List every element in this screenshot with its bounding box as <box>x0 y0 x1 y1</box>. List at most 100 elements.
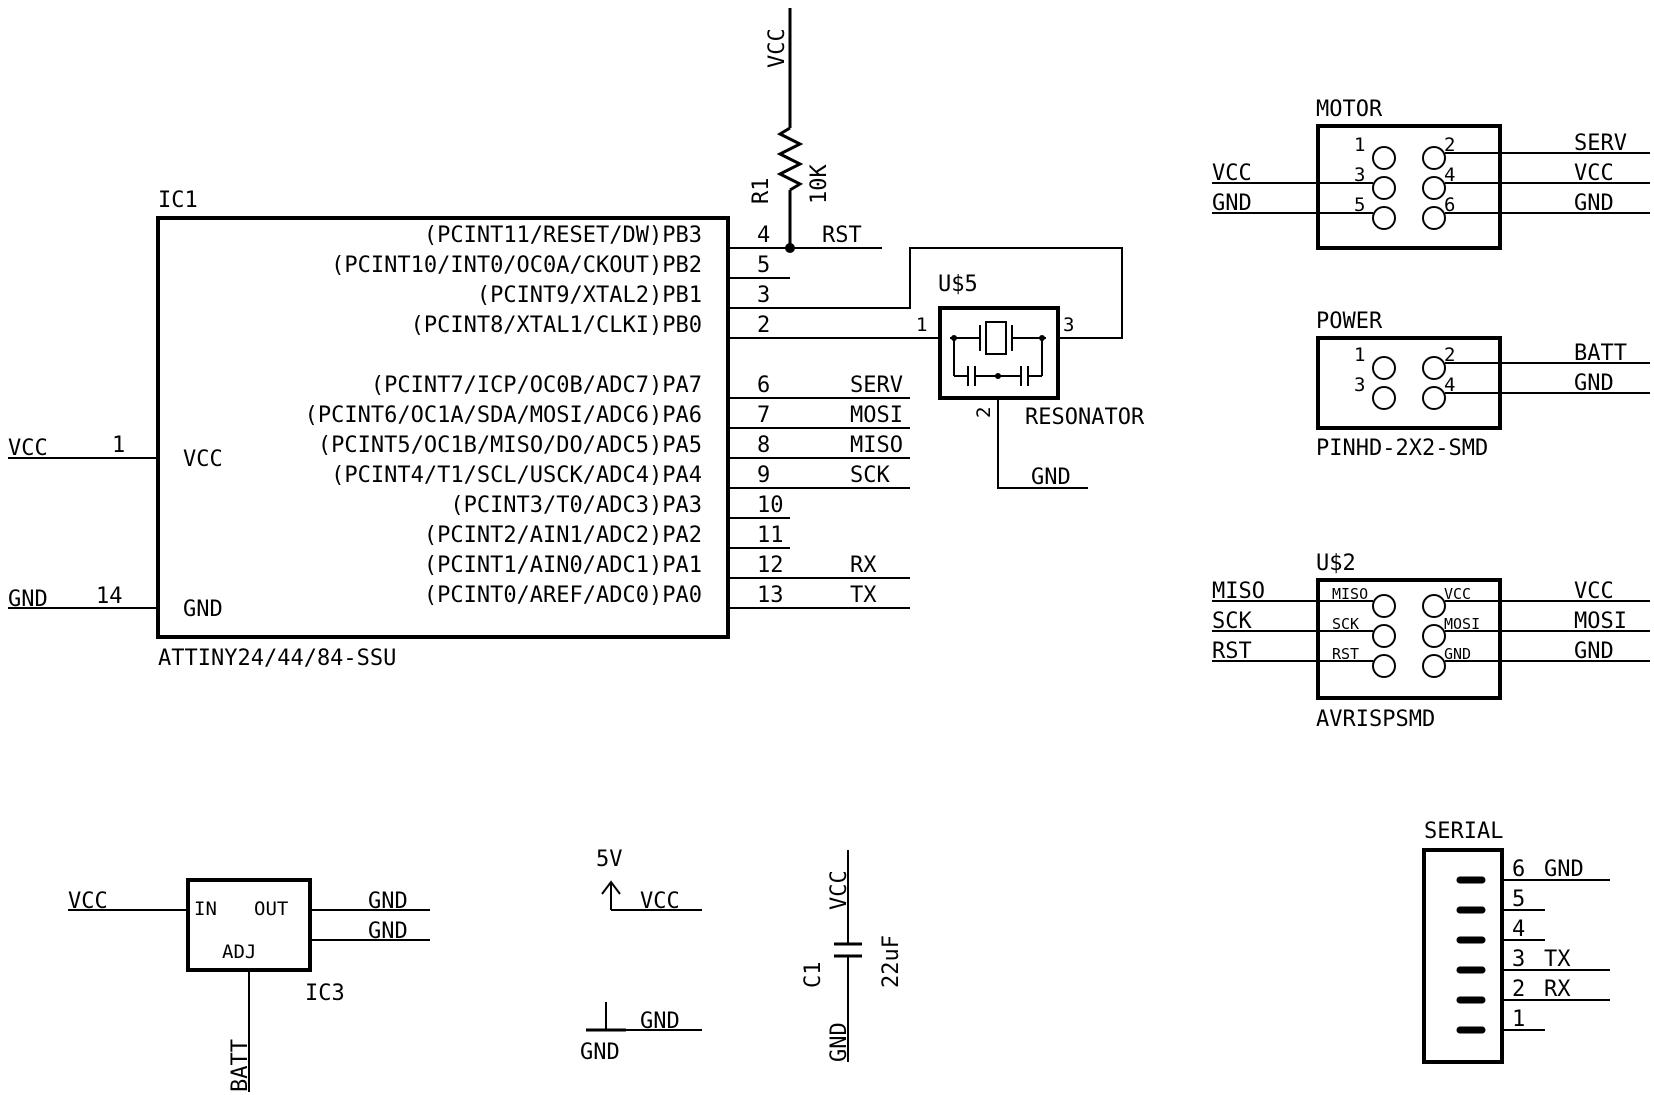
isp-pad-right-1 <box>1422 624 1446 648</box>
r1-component: VCC R1 10K <box>749 8 832 253</box>
resonator-pin3-num: 3 <box>1063 314 1074 336</box>
motor-left-net-0: VCC <box>1212 161 1252 186</box>
supply-5v-arrow <box>601 880 621 895</box>
isp-pad-left-2 <box>1372 654 1396 678</box>
motor-pin-num-1: 1 <box>1354 134 1365 156</box>
isp-body <box>1316 578 1502 700</box>
ic1-pin10-function: (PCINT3/T0/ADC3)PA3 <box>450 493 702 518</box>
ic3-name: IC3 <box>305 981 345 1006</box>
isp-part: AVRISPSMD <box>1316 707 1435 732</box>
ic1-pin13-num: 13 <box>757 583 784 608</box>
power-part: PINHD-2X2-SMD <box>1316 436 1488 461</box>
c1-bottom-net: GND <box>827 1022 852 1062</box>
serial-pin-net-2: RX <box>1544 977 1571 1002</box>
resonator-crystal <box>985 321 1007 355</box>
ic3-out-net-2: GND <box>368 919 408 944</box>
power-name: POWER <box>1316 309 1383 334</box>
power-pin-num-2: 2 <box>1444 344 1455 366</box>
ic1-pin6-net: SERV <box>850 373 903 398</box>
ic3-component: IC3 IN OUT ADJ VCC GND GND BATT <box>68 878 430 1092</box>
supply-gnd: GND GND <box>580 1002 702 1065</box>
ic1-pin9-net: SCK <box>850 463 890 488</box>
ic1-pin8-function: (PCINT5/OC1B/MISO/DO/ADC5)PA5 <box>318 433 702 458</box>
power-pin-num-4: 4 <box>1444 374 1455 396</box>
power-pad-left-1 <box>1372 386 1396 410</box>
supply-gnd-net: GND <box>640 1009 680 1034</box>
isp-inner-right-1: MOSI <box>1444 615 1480 633</box>
ic3-out-label: OUT <box>254 898 288 920</box>
isp-right-net-2: GND <box>1574 639 1614 664</box>
ic1-pin7-num: 7 <box>757 403 770 428</box>
ic1-pin6-num: 6 <box>757 373 770 398</box>
isp-pad-left-0 <box>1372 594 1396 618</box>
motor-pad-right-2 <box>1422 206 1446 230</box>
isp-inner-left-1: SCK <box>1332 615 1359 633</box>
power-pin-num-3: 3 <box>1354 374 1365 396</box>
ic1-pin5-num: 5 <box>757 253 770 278</box>
ic1-pin7-function: (PCINT6/OC1A/SDA/MOSI/ADC6)PA6 <box>305 403 702 428</box>
c1-component: VCC C1 22uF GND <box>801 850 904 1062</box>
ic1-pin1-num: 1 <box>112 433 125 458</box>
motor-right-net-0: SERV <box>1574 131 1627 156</box>
ic1-pin6-function: (PCINT7/ICP/OC0B/ADC7)PA7 <box>371 373 702 398</box>
isp-left-net-0: MISO <box>1212 579 1265 604</box>
motor-left-net-1: GND <box>1212 191 1252 216</box>
ic1-pin13-function: (PCINT0/AREF/ADC0)PA0 <box>424 583 702 608</box>
isp-left-net-1: SCK <box>1212 609 1252 634</box>
motor-pin-num-5: 5 <box>1354 194 1365 216</box>
ic1-pin14-net: GND <box>8 587 48 612</box>
ic3-adj-label: ADJ <box>222 941 256 963</box>
resonator-name: U$5 <box>938 272 978 297</box>
c1-top-net: VCC <box>827 870 852 910</box>
ic1-pin2-function: (PCINT8/XTAL1/CLKI)PB0 <box>411 313 702 338</box>
ic1-pin5-function: (PCINT10/INT0/OC0A/CKOUT)PB2 <box>331 253 702 278</box>
motor-pin-num-2: 2 <box>1444 134 1455 156</box>
ic3-adj-net: BATT <box>228 1039 253 1092</box>
ic1-pin4-function: (PCINT11/RESET/DW)PB3 <box>424 223 702 248</box>
ic1-pin1-net: VCC <box>8 436 48 461</box>
ic1-pin13-net: TX <box>850 583 877 608</box>
c1-name: C1 <box>801 962 826 989</box>
isp-name: U$2 <box>1316 551 1356 576</box>
ic1-pin3-function: (PCINT9/XTAL2)PB1 <box>477 283 702 308</box>
serial-pin-net-3: TX <box>1544 947 1571 972</box>
motor-name: MOTOR <box>1316 97 1383 122</box>
supply-gnd-label: GND <box>580 1040 620 1065</box>
serial-body <box>1422 848 1504 1064</box>
supply-5v-label: 5V <box>596 847 623 872</box>
ic1-name: IC1 <box>158 188 198 213</box>
isp-inner-left-0: MISO <box>1332 585 1368 603</box>
resonator-right-dot <box>1039 335 1045 341</box>
motor-pin-num-6: 6 <box>1444 194 1455 216</box>
supply-5v: 5V VCC <box>596 847 702 914</box>
ic3-in-label: IN <box>194 898 217 920</box>
serial-pin-num-1: 1 <box>1512 1007 1525 1032</box>
isp-inner-right-2: GND <box>1444 645 1471 663</box>
r1-resistor-symbol <box>776 126 804 192</box>
isp-right-net-1: MOSI <box>1574 609 1627 634</box>
serial-pin-num-2: 2 <box>1512 977 1525 1002</box>
ic1-pin2-num: 2 <box>757 313 770 338</box>
resonator-part: RESONATOR <box>1025 405 1145 430</box>
ic1-pin11-num: 11 <box>757 523 784 548</box>
ic1-pin10-num: 10 <box>757 493 784 518</box>
motor-pad-right-1 <box>1422 176 1446 200</box>
ic1-pin9-num: 9 <box>757 463 770 488</box>
ic1-pin12-num: 12 <box>757 553 784 578</box>
ic3-out-net-1: GND <box>368 889 408 914</box>
ic1-pin9-function: (PCINT4/T1/SCL/USCK/ADC4)PA4 <box>331 463 702 488</box>
ic1-pin4-num: 4 <box>757 223 770 248</box>
resonator-pin1-num: 1 <box>916 314 927 336</box>
ic1-pin11-function: (PCINT2/AIN1/ADC2)PA2 <box>424 523 702 548</box>
motor-pad-left-0 <box>1372 146 1396 170</box>
motor-body <box>1316 124 1502 250</box>
ic3-in-net: VCC <box>68 889 108 914</box>
motor-right-net-1: VCC <box>1574 161 1614 186</box>
serial-pin-num-4: 4 <box>1512 917 1525 942</box>
serial-name: SERIAL <box>1424 819 1503 844</box>
